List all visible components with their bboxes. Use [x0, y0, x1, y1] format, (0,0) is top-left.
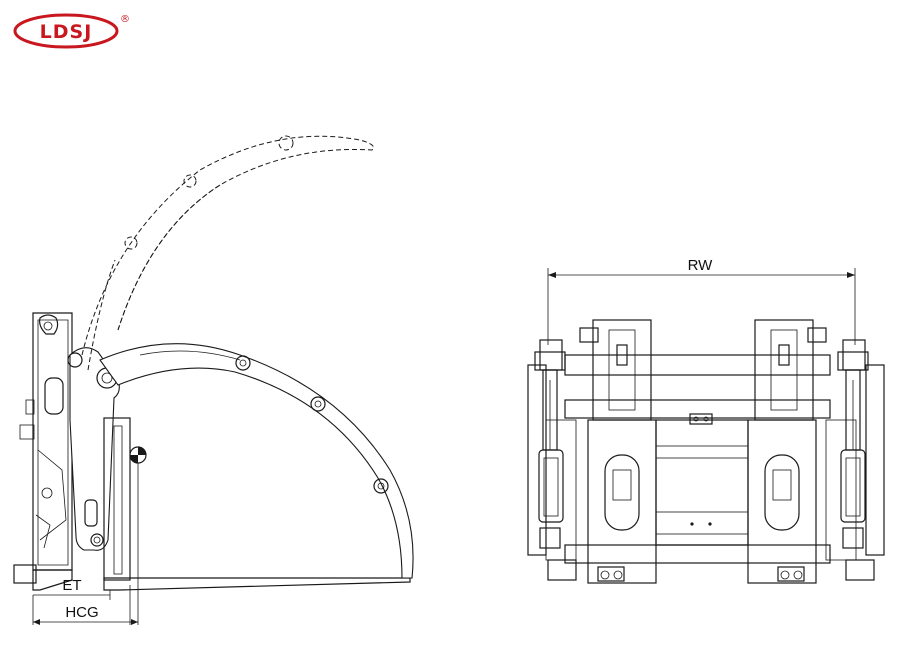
registered-mark: ® — [120, 14, 130, 25]
dim-label-hcg: HCG — [65, 604, 98, 621]
side-view: ET HCG — [13, 135, 414, 625]
dim-label-rw: RW — [688, 257, 714, 274]
logo-text: LDSJ — [40, 21, 93, 43]
front-view: RW — [527, 257, 885, 584]
brand-logo: LDSJ ® — [13, 13, 130, 49]
dim-label-et: ET — [62, 577, 81, 594]
